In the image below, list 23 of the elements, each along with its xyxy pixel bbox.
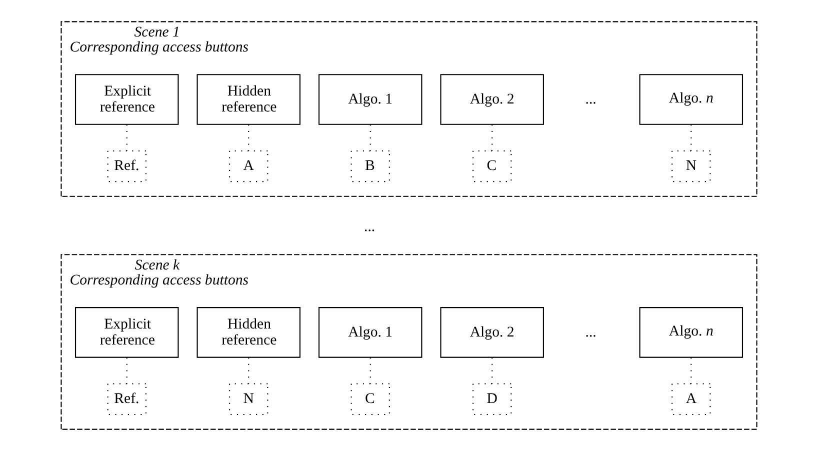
node-box: N	[228, 382, 268, 414]
node-box: Algo. 2	[440, 306, 544, 358]
node-box: Algo. 1	[318, 74, 422, 124]
node-box: Ref.	[106, 150, 146, 182]
node-box: C	[472, 150, 512, 182]
node-box: Explicit reference	[74, 306, 178, 358]
node-box: Algo. n	[638, 74, 743, 124]
label: ...	[584, 324, 596, 340]
node-box: A	[228, 150, 268, 182]
node-box: Explicit reference	[74, 74, 178, 124]
node-box: Algo. 1	[318, 306, 422, 358]
label: ...	[584, 90, 596, 107]
node-box: A	[671, 382, 710, 414]
node-box: Algo. 2	[440, 74, 544, 124]
node-box: Hidden reference	[196, 306, 300, 358]
node-box: B	[350, 150, 390, 182]
node-box: Hidden reference	[196, 74, 300, 124]
label: ...	[364, 218, 375, 235]
node-box: Ref.	[106, 382, 146, 414]
node-box: D	[472, 382, 512, 414]
node-box: Algo. n	[638, 306, 743, 358]
node-box: N	[671, 150, 710, 182]
node-box: C	[350, 382, 390, 414]
